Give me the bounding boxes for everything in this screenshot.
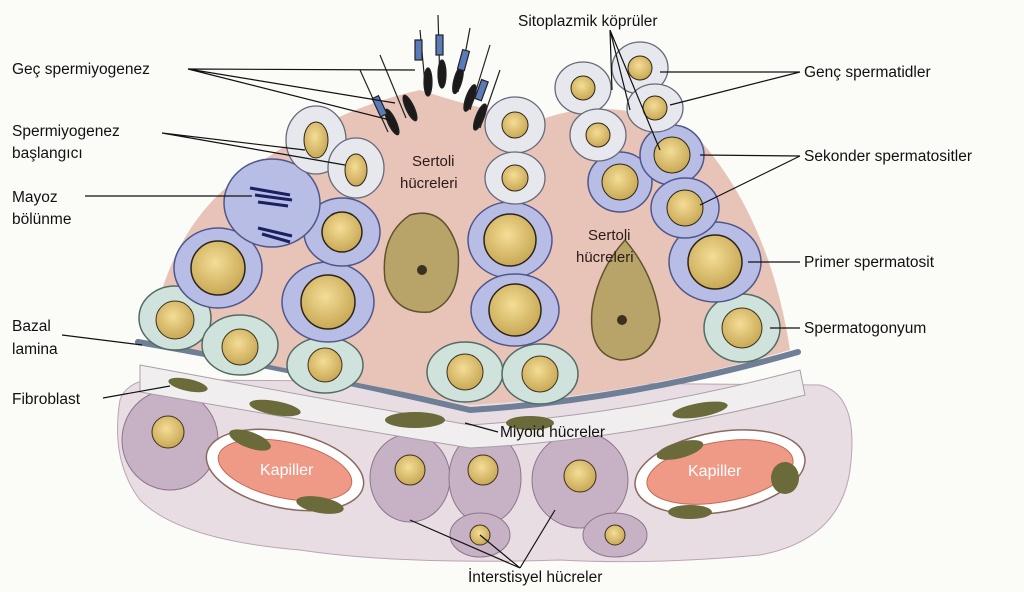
- label-interstisyel-hucreler: İnterstisyel hücreler: [468, 568, 602, 586]
- label-mayoz: Mayoz: [12, 189, 58, 206]
- label-kapiller-right: Kapiller: [688, 463, 742, 480]
- label-lamina: lamina: [12, 341, 58, 358]
- label-sertoli-a2: hücreleri: [400, 175, 458, 192]
- label-sertoli-a1: Sertoli: [412, 153, 455, 170]
- label-spermiyogenez: Spermiyogenez: [12, 123, 120, 140]
- label-kapiller-left: Kapiller: [260, 462, 314, 479]
- label-sertoli-b2: hücreleri: [576, 249, 634, 266]
- label-spermiyogenez-baslangici: başlangıcı: [12, 145, 83, 162]
- label-primer-spermatosit: Primer spermatosit: [804, 254, 935, 271]
- label-gec-spermiyogenez: Geç spermiyogenez: [12, 61, 150, 78]
- label-bolunme: bölünme: [12, 211, 71, 228]
- label-sekonder-spermatositler: Sekonder spermatositler: [804, 148, 972, 165]
- label-miyoid-hucreler: Miyoid hücreler: [500, 424, 605, 441]
- label-fibroblast: Fibroblast: [12, 391, 81, 408]
- label-genc-spermatidler: Genç spermatidler: [804, 64, 931, 81]
- label-spermatogonyum: Spermatogonyum: [804, 320, 926, 337]
- label-bazal: Bazal: [12, 318, 51, 335]
- label-sertoli-b1: Sertoli: [588, 227, 631, 244]
- label-sitoplazmik-kopruler: Sitoplazmik köprüler: [518, 13, 658, 30]
